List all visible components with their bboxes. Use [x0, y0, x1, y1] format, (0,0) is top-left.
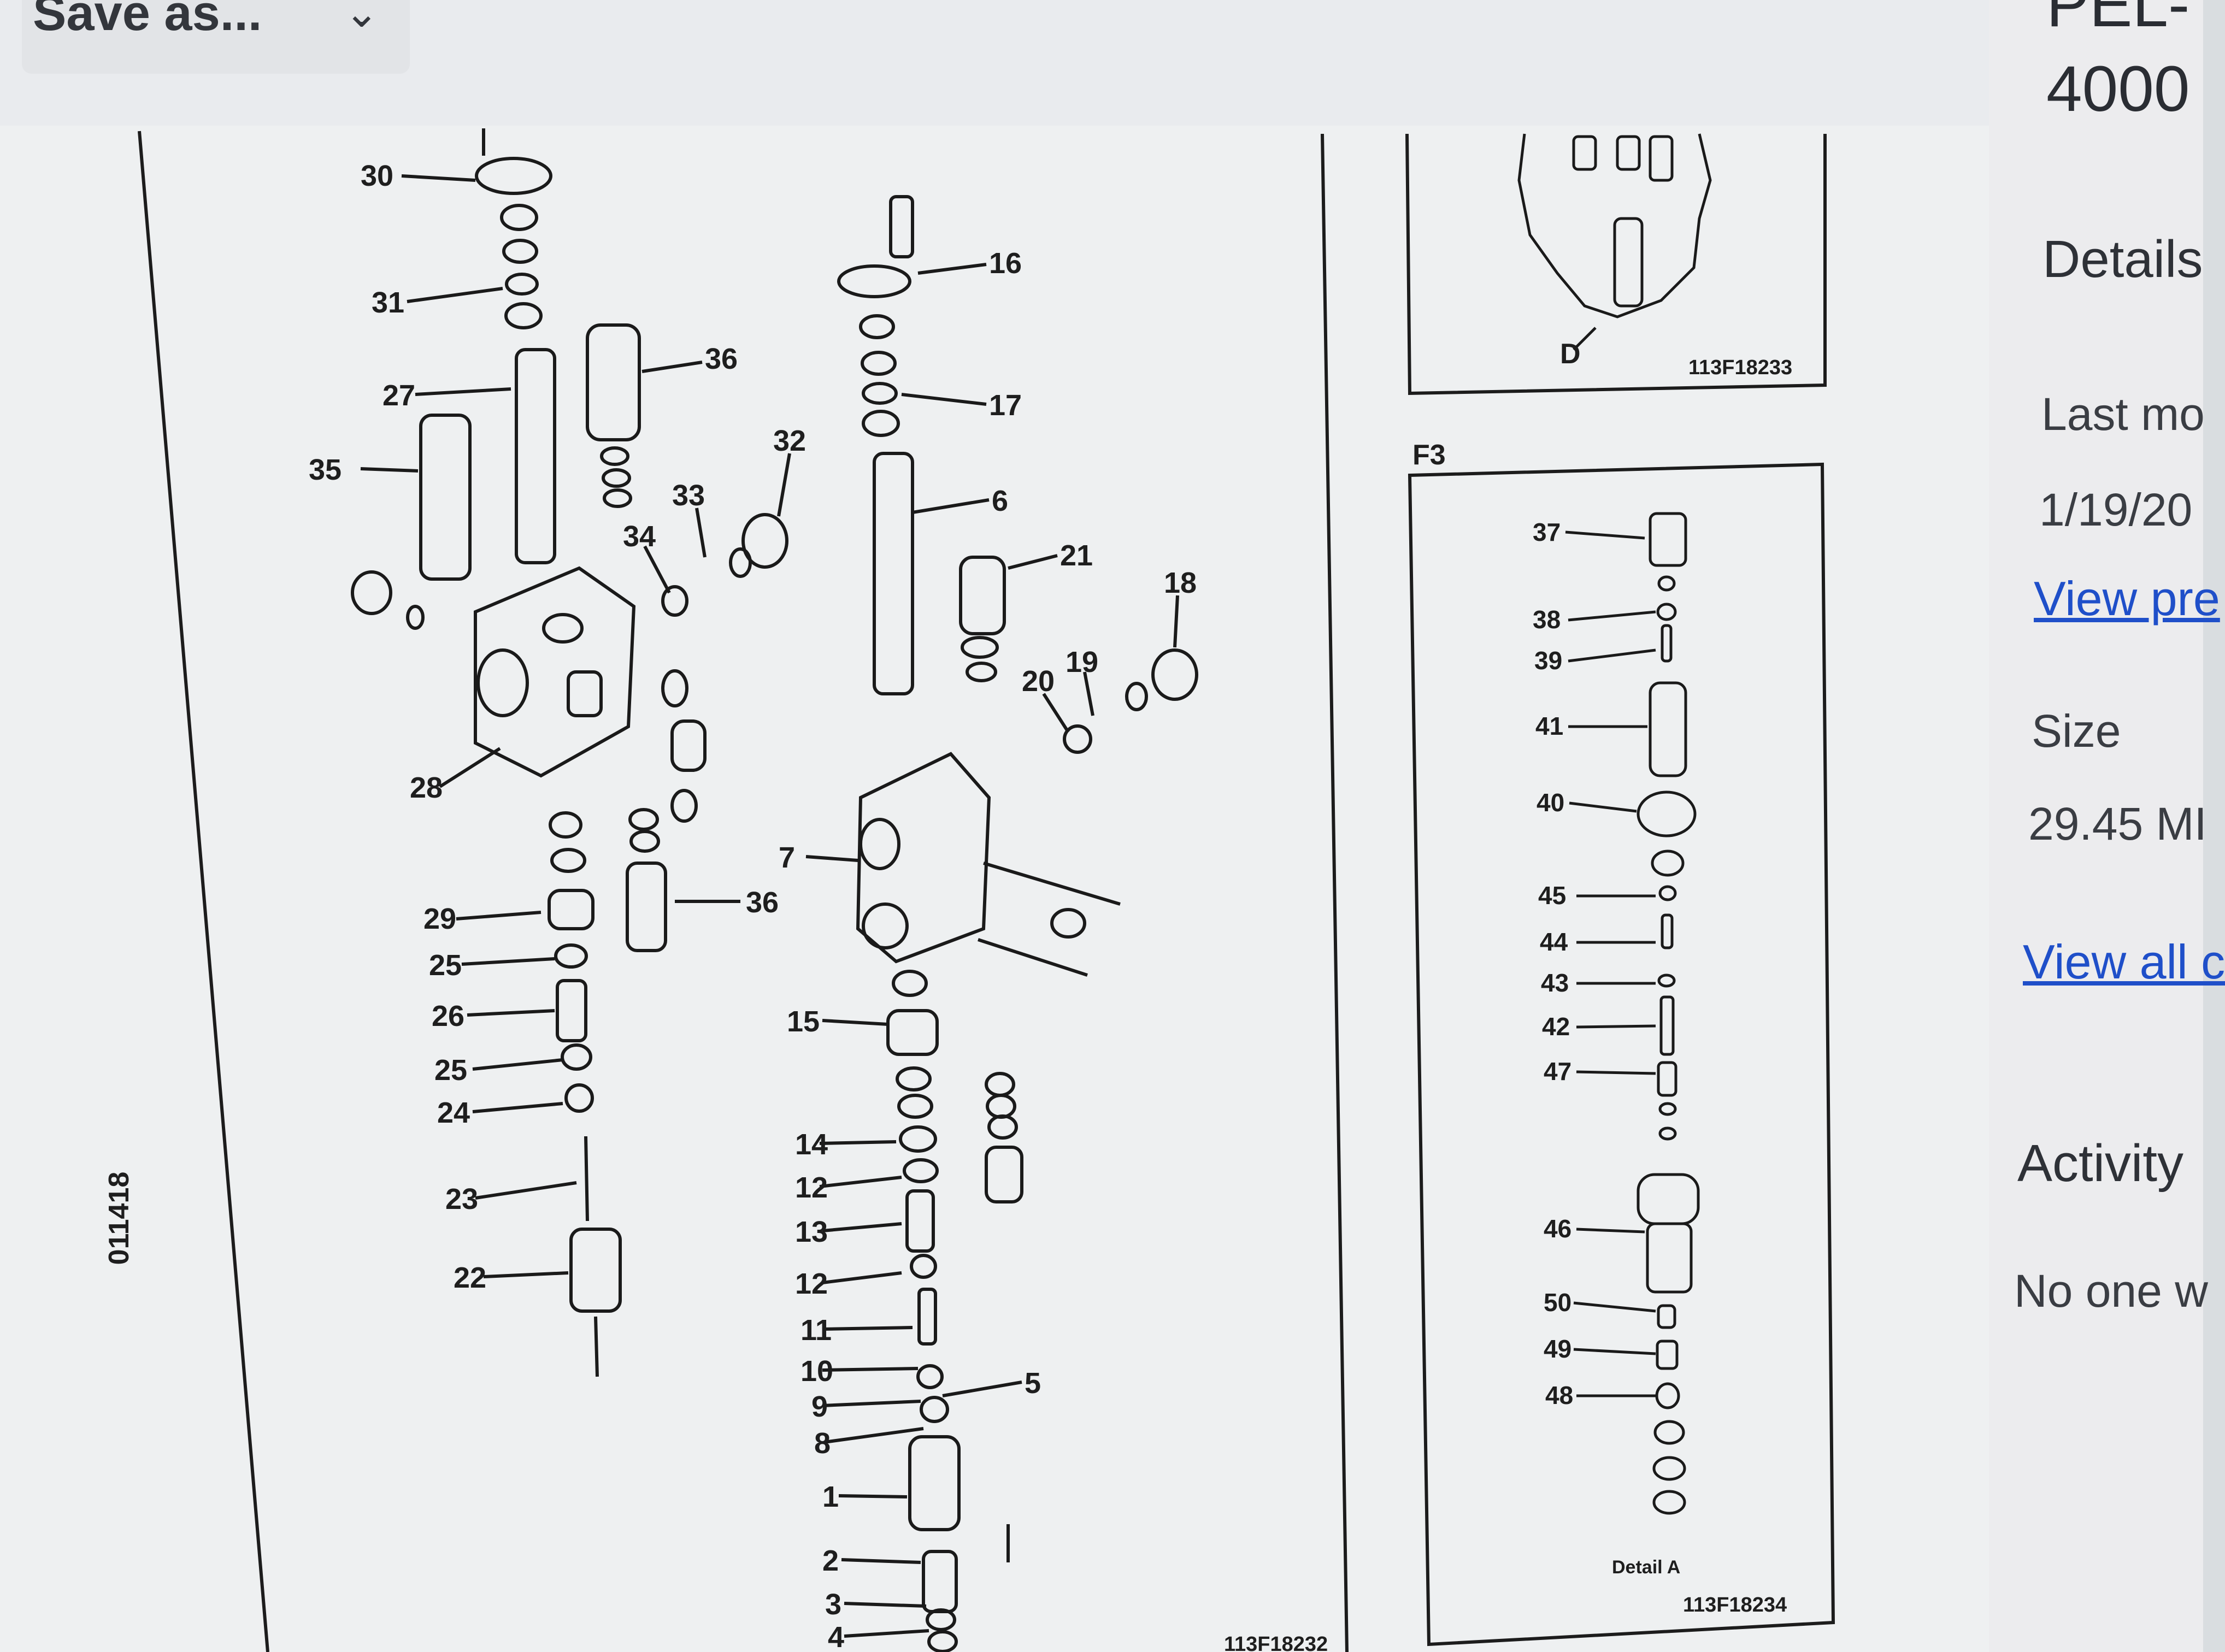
callout-label: 36 — [746, 886, 779, 919]
save-as-label: Save as... — [33, 0, 262, 41]
callout-label: 18 — [1164, 567, 1197, 599]
callout-label: 43 — [1541, 969, 1569, 997]
left-callouts: 30 31 27 36 35 32 33 34 28 29 25 26 25 24 23 22 36 — [309, 160, 806, 1294]
callout-label: 21 — [1060, 539, 1093, 572]
callout-label: 46 — [1544, 1214, 1571, 1243]
file-title-fragment: PEL- — [2046, 0, 2190, 40]
callout-label: 12 — [795, 1267, 828, 1300]
callout-label: 6 — [992, 485, 1008, 517]
callout-label: 2 — [822, 1544, 839, 1577]
inset-label: D — [1560, 338, 1581, 370]
callout-label: 37 — [1533, 518, 1561, 546]
callout-label: 29 — [423, 902, 456, 935]
callout-label: 41 — [1535, 712, 1563, 740]
bottom-figure-fragment: 113F18232 — [1224, 1633, 1328, 1652]
callout-label: 44 — [1540, 928, 1568, 956]
callout-label: 39 — [1534, 646, 1562, 675]
callout-label: 33 — [672, 479, 705, 512]
parts-diagram: 011418 303127363532333428292526252423223… — [103, 128, 1835, 1652]
callout-label: 49 — [1544, 1335, 1571, 1363]
callout-label: 14 — [795, 1128, 828, 1161]
callout-label: 25 — [434, 1054, 467, 1087]
file-title: 4000 — [2046, 53, 2190, 125]
save-as-button[interactable]: Save as... ⌄ — [22, 0, 410, 74]
size-value: 29.45 MI — [2028, 798, 2207, 849]
callout-label: 45 — [1538, 881, 1566, 910]
view-all-link[interactable]: View all c — [2023, 935, 2225, 989]
f3-callouts: 37 38 39 41 40 45 44 43 42 47 46 50 49 48 — [1533, 518, 1573, 1409]
callout-label: 15 — [787, 1005, 820, 1038]
callout-label: 24 — [437, 1096, 470, 1129]
callout-label: 13 — [795, 1216, 828, 1248]
f3-figure-id: 113F18234 — [1683, 1594, 1787, 1616]
size-label: Size — [2032, 705, 2121, 757]
callout-label: 27 — [382, 379, 415, 412]
f3-caption: Detail A — [1612, 1557, 1680, 1578]
callout-label: 34 — [623, 520, 656, 553]
callout-label: 19 — [1066, 646, 1098, 678]
callout-label: 11 — [800, 1314, 832, 1347]
callout-label: 50 — [1544, 1288, 1571, 1317]
callout-label: 7 — [779, 841, 795, 874]
view-previous-versions-link[interactable]: View pre — [2034, 571, 2220, 626]
callout-label: 35 — [309, 453, 342, 486]
activity-text: No one w — [2014, 1265, 2208, 1317]
callout-label: 26 — [432, 1000, 464, 1032]
callout-label: 32 — [773, 424, 806, 457]
callout-label: 40 — [1537, 788, 1564, 817]
details-heading: Details — [2042, 230, 2203, 288]
last-modified-label: Last mo — [2041, 388, 2205, 440]
callout-label: 8 — [814, 1427, 831, 1460]
last-modified-value: 1/19/20 — [2039, 484, 2193, 535]
chevron-down-icon[interactable]: ⌄ — [344, 0, 379, 36]
page-code: 011418 — [103, 1172, 135, 1265]
callout-label: 3 — [825, 1588, 841, 1621]
callout-label: 48 — [1545, 1381, 1573, 1409]
callout-label: 28 — [410, 771, 443, 804]
f3-title: F3 — [1412, 439, 1446, 471]
callout-label: 1 — [822, 1480, 839, 1513]
callout-label: 30 — [361, 160, 393, 192]
callout-label: 42 — [1542, 1012, 1570, 1041]
callout-label: 22 — [454, 1261, 486, 1294]
callout-label: 5 — [1025, 1367, 1041, 1400]
inset-figure-id: 113F18233 — [1688, 356, 1792, 379]
callout-label: 23 — [445, 1183, 478, 1216]
callout-label: 20 — [1022, 665, 1055, 698]
callout-label: 25 — [429, 949, 462, 982]
callout-label: 16 — [989, 247, 1022, 280]
details-sidepanel: PEL- 4000 Details Last mo 1/19/20 View p… — [1989, 0, 2225, 1652]
callout-label: 9 — [811, 1390, 828, 1423]
callout-label: 17 — [989, 389, 1022, 422]
callout-label: 4 — [828, 1621, 844, 1652]
activity-heading: Activity — [2017, 1134, 2184, 1193]
callout-label: 10 — [800, 1355, 833, 1388]
callout-label: 31 — [372, 286, 404, 319]
callout-label: 47 — [1544, 1057, 1571, 1085]
callout-label: 36 — [705, 343, 738, 375]
callout-label: 12 — [795, 1171, 828, 1204]
callout-label: 38 — [1533, 605, 1561, 634]
